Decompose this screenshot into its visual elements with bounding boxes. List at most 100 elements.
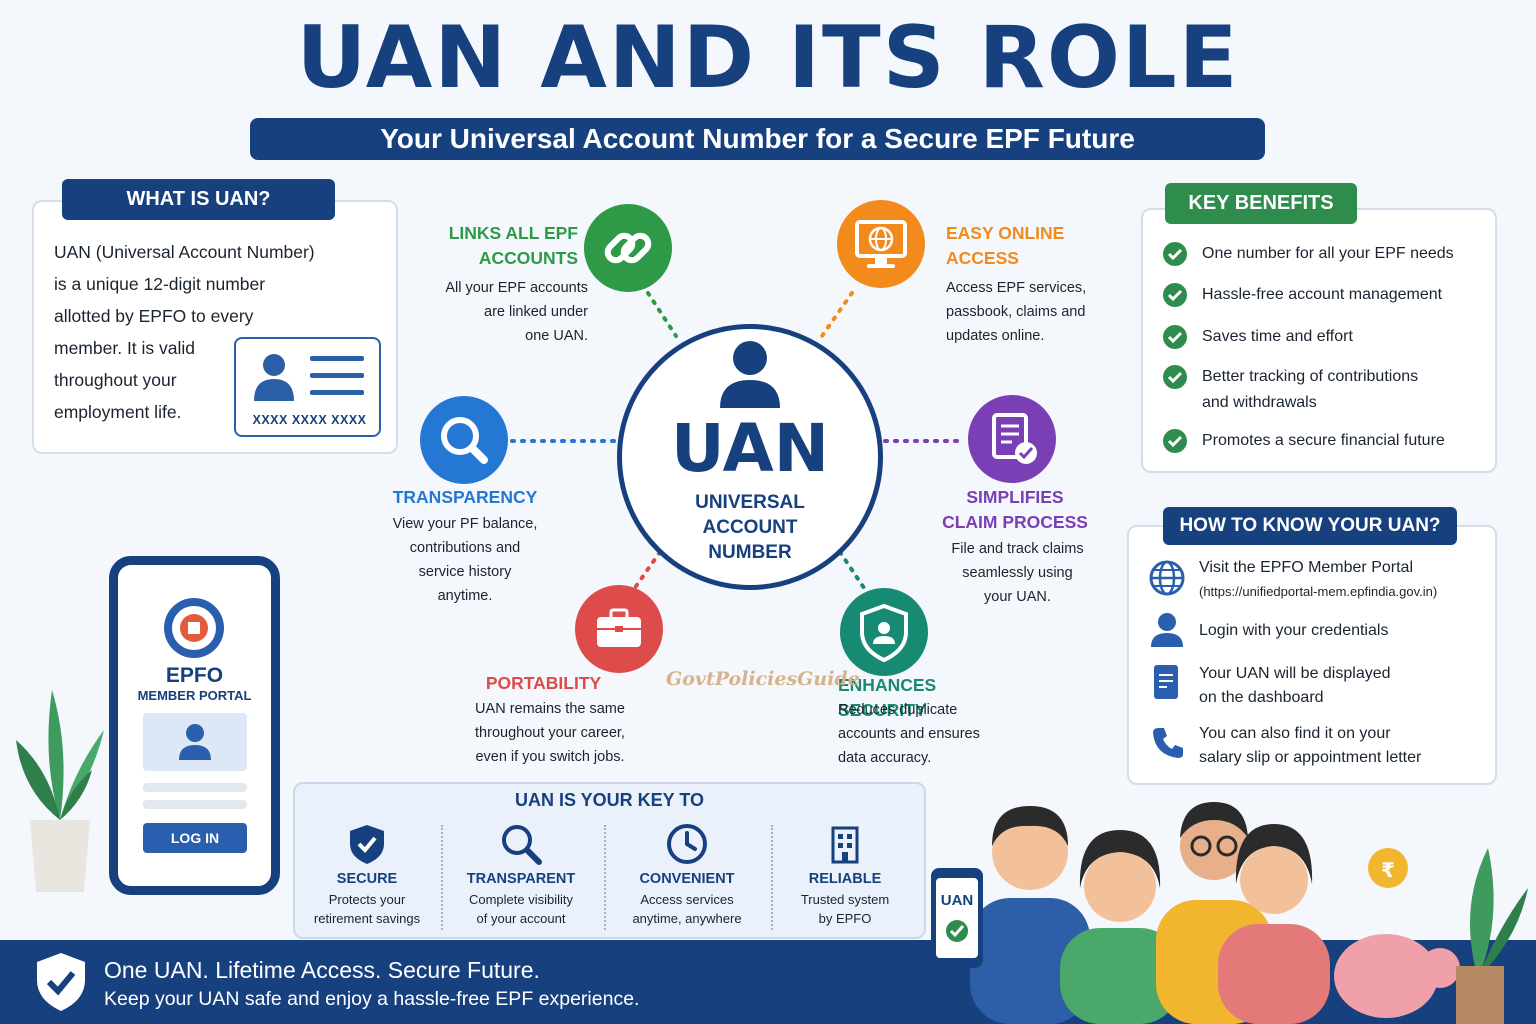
user-icon — [720, 341, 780, 408]
how-to-know-card — [1127, 525, 1497, 785]
benefit-item: Hassle-free account management — [1163, 282, 1483, 308]
shield-check-icon — [350, 825, 384, 864]
how-to-know-heading: HOW TO KNOW YOUR UAN? — [1163, 507, 1457, 545]
key-item-desc: Trusted system by EPFO — [770, 890, 920, 928]
desc-line: passbook, claims and — [946, 304, 1086, 320]
divider — [771, 825, 773, 930]
desc-line: anytime. — [437, 588, 493, 604]
desc-line: Access EPF services, — [946, 280, 1087, 296]
benefit-item: Promotes a secure financial future — [1163, 428, 1483, 454]
desc-line: updates online. — [946, 328, 1045, 344]
epfo-title: EPFO — [165, 664, 224, 687]
check-icon — [1163, 242, 1187, 266]
key-to-card — [293, 782, 926, 939]
phone-icon — [1153, 728, 1183, 758]
transparency-circle — [420, 396, 508, 484]
desc-line: one UAN. — [525, 328, 588, 344]
subtitle-banner: Your Universal Account Number for a Secu… — [250, 118, 1265, 160]
what-is-uan-text: UAN (Universal Account Number) is a uniq… — [54, 236, 334, 428]
title-line: SIMPLIFIES — [966, 487, 1064, 507]
what-line: allotted by EPFO to every — [54, 306, 254, 326]
title-line: CLAIM PROCESS — [942, 512, 1088, 532]
online-access-desc: Access EPF services, passbook, claims an… — [946, 276, 1121, 348]
epfo-logo-icon — [164, 598, 224, 658]
desc-line: View your PF balance, — [392, 516, 538, 532]
key-item-transparent: TRANSPARENT Complete visibility of your … — [446, 822, 596, 928]
desc-line: contributions and — [409, 540, 521, 556]
transparency-title: TRANSPARENCY — [392, 487, 538, 507]
what-line: member. It is valid — [54, 338, 196, 358]
title-line: ACCOUNTS — [478, 248, 578, 268]
phone-uan-label: UAN — [940, 892, 974, 909]
security-title: ENHANCES SECURITY — [838, 675, 937, 720]
password-field[interactable] — [143, 800, 247, 809]
links-accounts-circle — [584, 204, 672, 292]
portal-url[interactable]: (https://unifiedportal-mem.epfindia.gov.… — [1199, 584, 1438, 599]
center-line: UNIVERSAL — [695, 492, 805, 513]
key-item-title: RELIABLE — [808, 871, 882, 887]
how-step-text: Visit the EPFO Member Portal — [1199, 559, 1413, 576]
online-access-circle — [837, 200, 925, 288]
desc-line: throughout your career, — [475, 725, 625, 741]
epfo-subtitle: MEMBER PORTAL — [137, 688, 252, 703]
online-access-title: EASY ONLINE ACCESS — [946, 221, 1116, 271]
claims-circle — [968, 395, 1056, 483]
uan-center-label: UAN — [671, 410, 829, 487]
check-icon — [1163, 429, 1187, 453]
desc-line: are linked under — [484, 304, 588, 320]
benefit-item: Better tracking of contributions and wit… — [1163, 364, 1483, 416]
document-check-icon — [992, 413, 1037, 464]
desc-line: UAN remains the same — [475, 701, 625, 717]
portability-circle — [575, 585, 663, 673]
security-desc: Reduces duplicate accounts and ensures d… — [838, 698, 1013, 770]
key-item-secure: SECURE Protects your retirement savings — [292, 822, 442, 928]
login-button[interactable]: LOG IN — [143, 823, 247, 853]
shield-user-icon — [860, 603, 908, 663]
desc-line: accounts and ensures — [838, 726, 980, 742]
how-step-login: Login with your credentials — [1199, 622, 1389, 639]
key-item-title: SECURE — [336, 871, 398, 887]
key-item-desc: Protects your retirement savings — [292, 890, 442, 928]
claims-title: SIMPLIFIES CLAIM PROCESS — [930, 485, 1100, 535]
watermark: GovtPoliciesGuide — [666, 668, 860, 690]
divider — [604, 825, 606, 930]
title-line: LINKS ALL EPF — [448, 223, 578, 243]
page-title: UAN AND ITS ROLE — [296, 8, 1240, 108]
what-line: throughout your — [54, 370, 177, 390]
footer-message: Keep your UAN safe and enjoy a hassle-fr… — [104, 988, 640, 1010]
user-icon — [1151, 613, 1183, 647]
key-item-reliable: RELIABLE Trusted system by EPFO — [770, 822, 920, 928]
desc-line: retirement savings — [313, 911, 421, 926]
clock-icon — [667, 824, 707, 864]
id-card-icon: XXXX XXXX XXXX — [234, 337, 381, 437]
benefit-text: Promotes a secure financial future — [1202, 432, 1445, 449]
center-line: ACCOUNT — [702, 517, 798, 538]
key-item-title: CONVENIENT — [639, 871, 735, 887]
desc-line: anytime, anywhere — [632, 911, 742, 926]
key-to-heading: UAN IS YOUR KEY TO — [514, 790, 705, 810]
how-step-visit: Visit the EPFO Member Portal (https://un… — [1199, 556, 1494, 604]
desc-line: seamlessly using — [962, 565, 1073, 581]
desc-line: your UAN. — [984, 589, 1051, 605]
portability-title: PORTABILITY — [485, 673, 602, 693]
check-icon — [1163, 283, 1187, 307]
what-line: employment life. — [54, 402, 182, 422]
security-circle — [840, 588, 928, 676]
desc-line: of your account — [476, 911, 566, 926]
globe-icon — [1149, 560, 1185, 596]
key-item-convenient: CONVENIENT Access services anytime, anyw… — [612, 822, 762, 928]
username-field[interactable] — [143, 783, 247, 792]
key-item-desc: Complete visibility of your account — [446, 890, 596, 928]
desc-line: Access services — [640, 892, 734, 907]
links-accounts-title: LINKS ALL EPF ACCOUNTS — [432, 221, 578, 271]
benefit-text: Saves time and effort — [1202, 328, 1353, 345]
desc-line: Protects your — [328, 892, 406, 907]
how-step-text: salary slip or appointment letter — [1199, 749, 1422, 766]
desc-line: Reduces duplicate — [838, 702, 958, 718]
desc-line: service history — [418, 564, 512, 580]
user-icon — [179, 724, 211, 760]
login-avatar-box — [143, 713, 247, 771]
links-accounts-desc: All your EPF accounts are linked under o… — [418, 276, 588, 348]
people-illustration — [931, 802, 1528, 1024]
